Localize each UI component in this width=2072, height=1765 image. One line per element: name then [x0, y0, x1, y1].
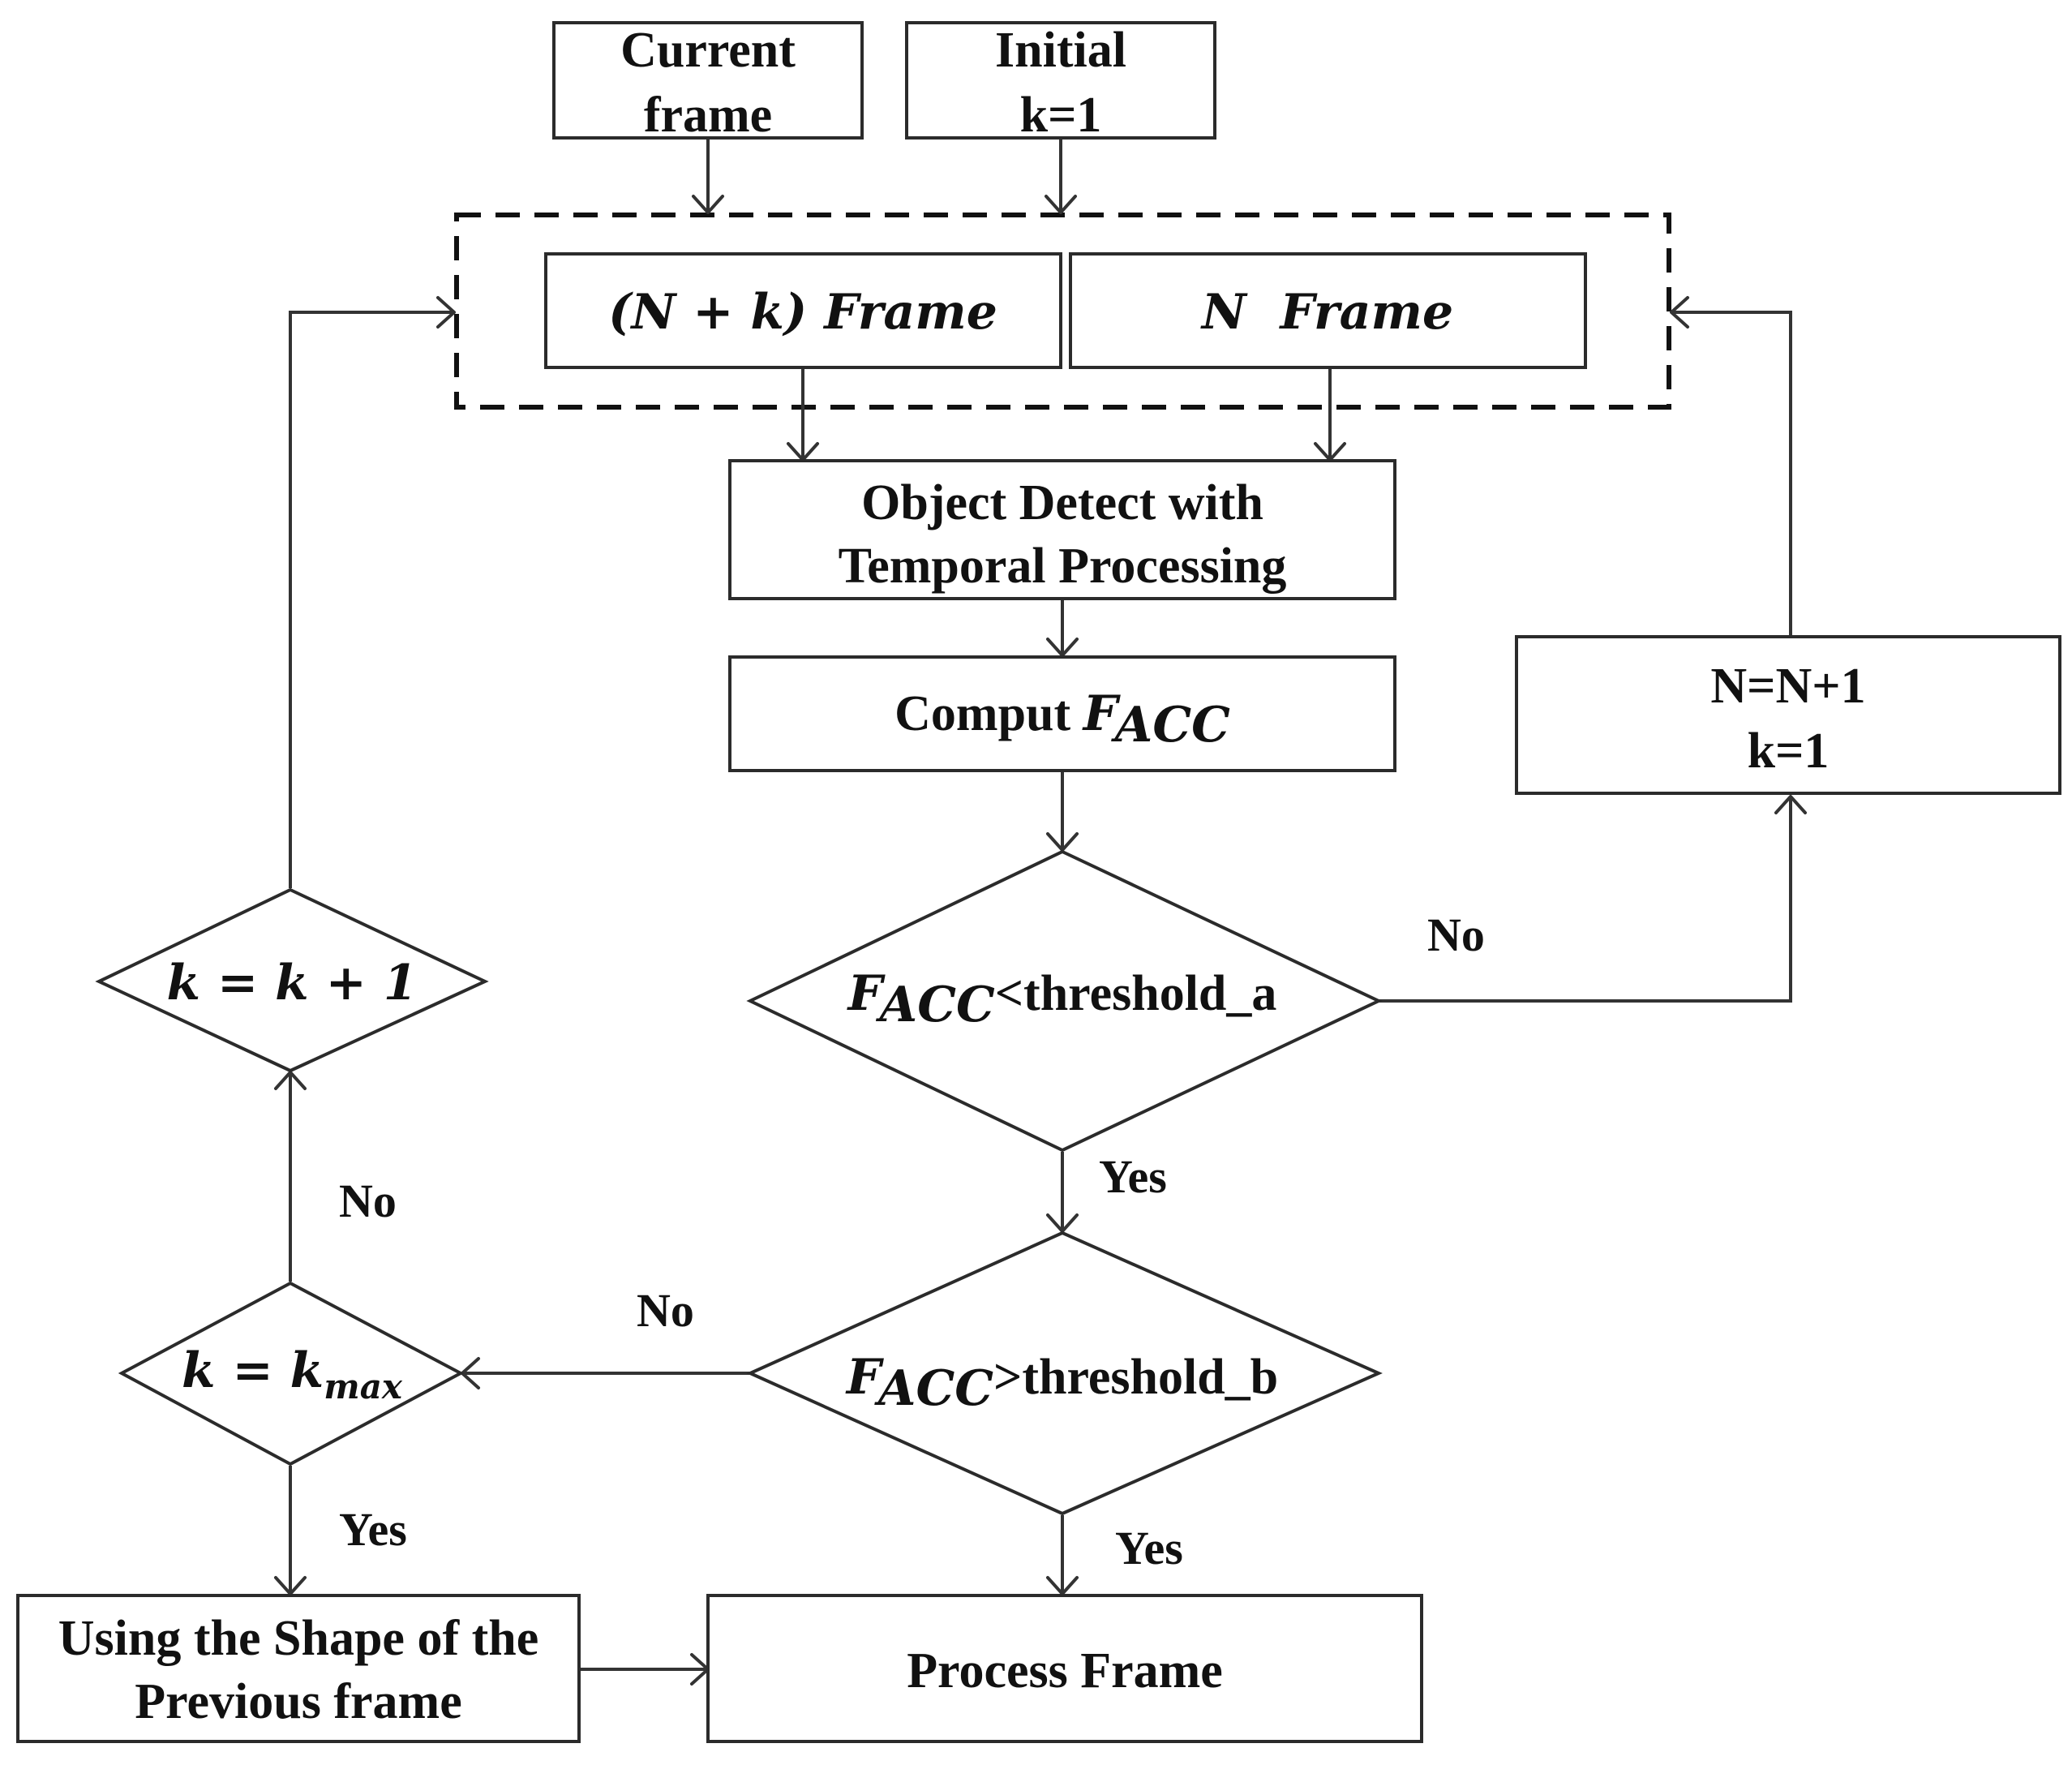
nk-frame-box: (N + k) Frame [544, 252, 1062, 369]
k-max-label: k = kmax [182, 1342, 403, 1406]
using-shape-line-1: Using the Shape of the [58, 1611, 539, 1666]
process-frame-label: Process Frame [907, 1643, 1223, 1698]
decision-threshold-a-label: FACC<threshold_a [847, 965, 1277, 1033]
current-frame-line-2: frame [644, 88, 772, 143]
edge-label-a-no: No [1427, 908, 1485, 961]
using-shape-box: Using the Shape of the Previous frame [16, 1594, 581, 1743]
decision-threshold-a: FACC<threshold_a [746, 849, 1383, 1153]
initial-line-2: k=1 [1020, 88, 1102, 143]
edge-label-kmax-yes: Yes [339, 1503, 407, 1556]
process-frame-box: Process Frame [706, 1594, 1423, 1743]
initial-line-1: Initial [995, 23, 1126, 78]
initial-box: Initial k=1 [905, 21, 1216, 143]
object-detect-box: Object Detect with Temporal Processing [728, 459, 1396, 600]
n-frame-label: N Frame [1200, 284, 1453, 341]
k-increment-label: k = k + 1 [167, 955, 418, 1011]
edge-label-b-yes: Yes [1115, 1522, 1183, 1574]
current-frame-line-1: Current [620, 23, 796, 78]
k-increment-decision: k = k + 1 [95, 887, 489, 1073]
update-n-line-2: k=1 [1748, 724, 1830, 779]
n-frame-box: N Frame [1069, 252, 1587, 369]
decision-threshold-b-label: FACC>threshold_b [845, 1349, 1278, 1417]
decision-threshold-b: FACC>threshold_b [746, 1230, 1383, 1516]
edge-label-a-yes: Yes [1099, 1150, 1167, 1203]
update-n-box: N=N+1 k=1 [1515, 635, 2061, 795]
edge-label-b-no: No [637, 1284, 694, 1337]
nk-frame-label: (N + k) Frame [608, 284, 997, 341]
object-detect-line-2: Temporal Processing [839, 539, 1287, 594]
k-max-decision: k = kmax [118, 1281, 465, 1467]
edge-label-kmax-no: No [339, 1175, 397, 1227]
comput-facc-label: Comput FACC [894, 685, 1230, 754]
object-detect-line-1: Object Detect with [861, 475, 1263, 530]
connectors [274, 140, 1807, 1686]
frame-pair-group [454, 213, 1671, 410]
current-frame-box: Current frame [552, 21, 864, 143]
comput-facc-box: Comput FACC [728, 655, 1396, 772]
update-n-line-1: N=N+1 [1710, 659, 1865, 714]
using-shape-line-2: Previous frame [135, 1674, 461, 1729]
